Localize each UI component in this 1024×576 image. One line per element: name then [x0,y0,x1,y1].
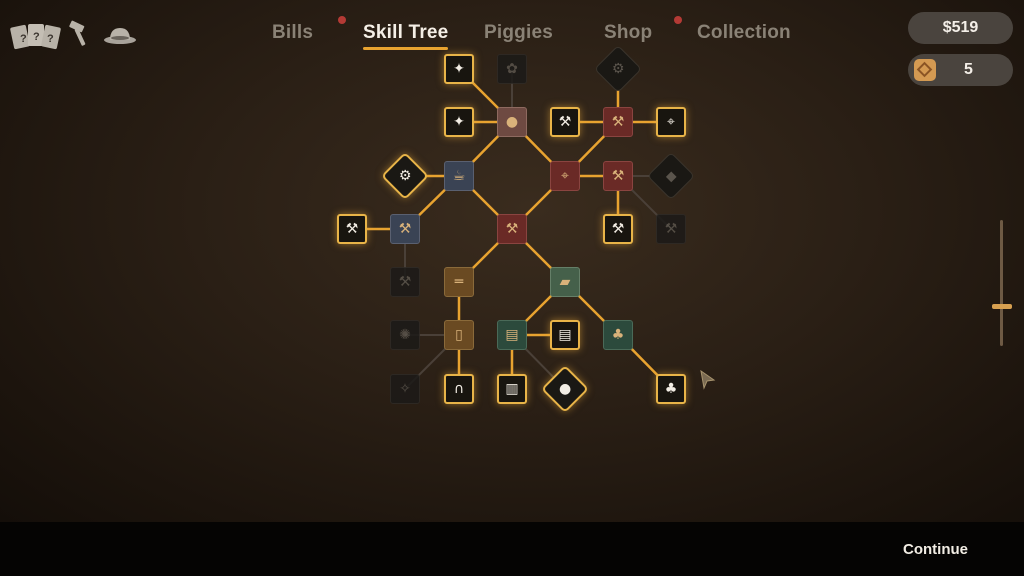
mystery-cards-icon[interactable]: ? ? ? [10,20,62,52]
hammer-icon[interactable] [66,20,92,48]
skill-node-clover[interactable]: ♣ [603,320,633,350]
svg-text:?: ? [20,33,27,45]
ticket-icon: ▰ [559,274,571,290]
hammer-icon: ⚒ [611,168,625,184]
tab-shop-label: Shop [604,22,653,43]
skill-node-gems-2[interactable]: ✦ [444,107,474,137]
active-tab-underline [363,47,449,50]
skill-node-locked[interactable]: ⚒ [656,214,686,244]
money-display: $519 [908,12,1013,44]
dumbbell-icon: ═ [454,274,464,290]
tab-skill-tree-label: Skill Tree [363,22,449,43]
skill-node-cup[interactable]: ☕ [444,161,474,191]
tab-bills[interactable]: Bills [272,22,313,44]
hammer-icon: ⚒ [345,221,359,237]
skill-node-hammer[interactable]: ⚒ [550,107,580,137]
hammer-icon: ⚒ [611,221,625,237]
skill-node-clover-2[interactable]: ♣ [656,374,686,404]
skill-node-target[interactable]: ⌖ [656,107,686,137]
clover-icon: ♣ [664,381,678,397]
tab-piggies-label: Piggies [484,22,553,43]
card-icon: ▯ [455,327,463,343]
skill-node-target-red[interactable]: ⌖ [550,161,580,191]
machine-icon: ⚙ [398,168,412,184]
bills-notification-dot [338,16,346,24]
grip-icon: ∩ [453,381,465,397]
skill-node-hammer-navy[interactable]: ⚒ [390,214,420,244]
gear-icon: ✺ [399,327,411,343]
svg-text:?: ? [33,31,40,43]
skill-node-grip[interactable]: ∩ [444,374,474,404]
skill-node-hammer-red[interactable]: ⚒ [603,107,633,137]
clover-icon: ♣ [611,327,625,343]
ticket-icon [914,59,936,81]
continue-button[interactable]: Continue [903,541,968,558]
skill-node-locked[interactable]: ✺ [390,320,420,350]
skill-node-dumbbell[interactable]: ═ [444,267,474,297]
stack-icon: ▤ [505,327,519,343]
machine-icon: ⚙ [611,61,625,77]
piggy-icon: ● [558,381,572,397]
shop-notification-dot [674,16,682,24]
gems-icon: ✦ [453,61,465,77]
ticket-count: 5 [964,61,973,78]
cursor-icon [700,370,716,390]
skill-node-ticket[interactable]: ▰ [550,267,580,297]
tab-piggies[interactable]: Piggies [484,22,553,44]
skill-node-locked[interactable]: ✧ [390,374,420,404]
dice-icon: ◆ [665,168,677,184]
hammer-icon: ⚒ [611,114,625,130]
tab-shop[interactable]: Shop [604,22,652,44]
target-icon: ⌖ [667,114,675,130]
skill-node-hammer[interactable]: ⚒ [337,214,367,244]
gems-icon: ✦ [453,114,465,130]
target-icon: ⌖ [561,168,569,184]
tab-skill-tree[interactable]: Skill Tree [363,22,449,50]
tab-collection-label: Collection [697,22,791,43]
zoom-slider-track[interactable] [1000,220,1003,346]
coins-icon: ✿ [506,61,518,77]
money-amount: $519 [942,19,979,36]
skill-tree-screen: ? ? ? Bills Skill Tree Piggies Shop Coll… [0,0,1024,522]
zoom-slider-handle[interactable] [992,304,1012,309]
skill-node-locked[interactable]: ⚒ [390,267,420,297]
piggy-icon: ● [505,114,519,130]
skill-node-hammer-spark[interactable]: ⚒ [603,214,633,244]
skill-node-locked[interactable]: ✿ [497,54,527,84]
hammer-icon: ⚒ [664,221,678,237]
skill-node-hammer-red[interactable]: ⚒ [603,161,633,191]
skill-node-stack-2[interactable]: ▤ [550,320,580,350]
tickets-display: 5 [908,54,1013,86]
hammer-icon: ⚒ [398,221,412,237]
tab-collection[interactable]: Collection [697,22,791,44]
skill-node-bars[interactable]: ▥ [497,374,527,404]
cup-icon: ☕ [452,168,466,184]
hammer-icon: ⚒ [558,114,572,130]
skill-node-piggy[interactable]: ● [497,107,527,137]
stack-icon: ▤ [558,327,572,343]
pin-icon: ✧ [399,381,411,397]
tab-bills-label: Bills [272,22,314,43]
skill-node-gems[interactable]: ✦ [444,54,474,84]
hammer-icon: ⚒ [505,221,519,237]
skill-node-stack[interactable]: ▤ [497,320,527,350]
skill-node-hammer-root[interactable]: ⚒ [497,214,527,244]
bars-icon: ▥ [505,381,519,397]
skill-node-card[interactable]: ▯ [444,320,474,350]
bottom-bar [0,522,1024,576]
svg-text:?: ? [47,33,54,45]
bowler-hat-icon[interactable] [102,24,138,46]
hammer-icon: ⚒ [398,274,412,290]
